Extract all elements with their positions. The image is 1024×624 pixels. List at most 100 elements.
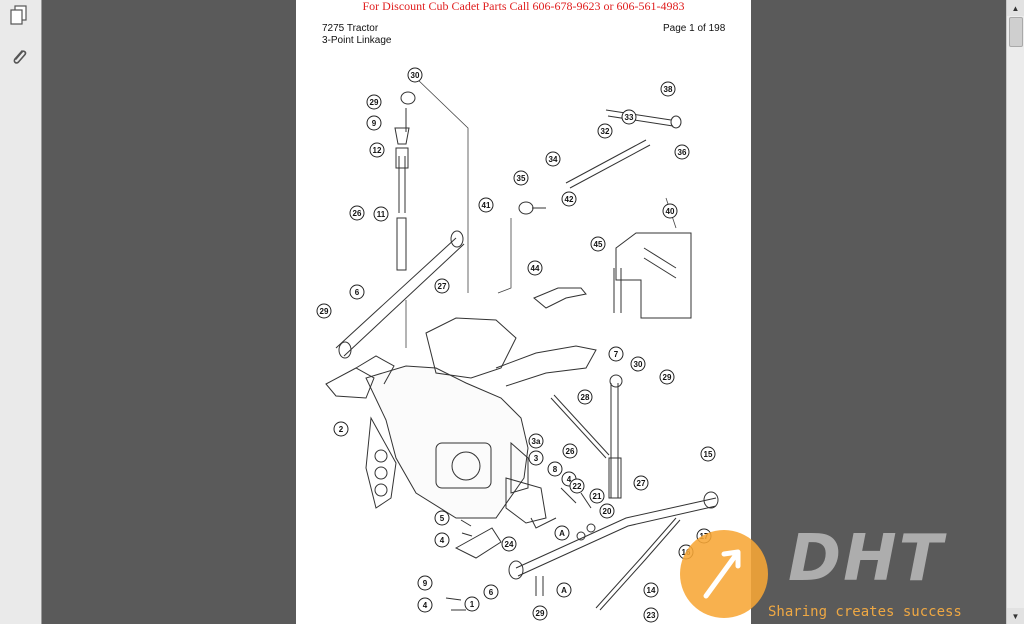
svg-text:36: 36 [678,148,687,157]
svg-text:24: 24 [505,540,514,549]
callout-11: 11 [373,206,389,222]
section-title: 3-Point Linkage [322,35,392,46]
callout-28: 28 [577,389,593,405]
pages-icon[interactable] [6,2,32,28]
callout-14: 14 [643,582,659,598]
callout-30: 30 [407,67,423,83]
callout-29: 29 [366,94,382,110]
svg-text:3a: 3a [532,437,541,446]
callout-4: 4 [417,597,433,613]
dht-logo-icon [680,530,768,618]
svg-text:11: 11 [377,210,386,219]
callout-5: 5 [434,510,450,526]
vertical-scrollbar[interactable]: ▲ ▼ [1006,0,1024,624]
svg-text:44: 44 [531,264,540,273]
callout-8: 8 [547,461,563,477]
svg-text:27: 27 [438,282,447,291]
svg-text:42: 42 [565,195,574,204]
left-navigation-panel [0,0,42,624]
callout-4: 4 [434,532,450,548]
page-number: Page 1 of 198 [663,23,726,34]
callout-32: 32 [597,123,613,139]
svg-text:30: 30 [411,71,420,80]
callout-33: 33 [621,109,637,125]
svg-text:15: 15 [704,450,713,459]
svg-text:29: 29 [320,307,329,316]
svg-text:A: A [559,529,565,538]
callout-3: 3 [528,450,544,466]
callout-40: 40 [662,203,678,219]
watermark-logo-text: DHT [788,522,945,596]
svg-text:32: 32 [601,127,610,136]
pdf-page: For Discount Cub Cadet Parts Call 606-67… [296,0,751,624]
callout-27: 27 [633,475,649,491]
callout-9: 9 [366,115,382,131]
svg-text:7: 7 [614,350,619,359]
callout-29: 29 [659,369,675,385]
callout-A: A [556,582,572,598]
attachment-icon[interactable] [6,44,32,70]
callout-29: 29 [532,605,548,621]
svg-text:27: 27 [637,479,646,488]
svg-text:1: 1 [470,600,475,609]
callout-3a: 3a [528,433,544,449]
svg-text:2: 2 [339,425,344,434]
svg-text:26: 26 [566,447,575,456]
callout-30: 30 [630,356,646,372]
callout-6: 6 [483,584,499,600]
callout-15: 15 [700,446,716,462]
svg-text:9: 9 [372,119,377,128]
svg-text:38: 38 [664,85,673,94]
svg-text:12: 12 [373,146,382,155]
watermark-tagline: Sharing creates success [768,604,962,620]
scrollbar-thumb[interactable] [1009,17,1023,47]
callout-12: 12 [369,142,385,158]
callout-45: 45 [590,236,606,252]
svg-text:6: 6 [489,588,494,597]
svg-text:14: 14 [647,586,656,595]
callout-29: 29 [316,303,332,319]
callout-20: 20 [599,503,615,519]
callout-7: 7 [608,346,624,362]
scroll-down-arrow-icon[interactable]: ▼ [1007,608,1024,624]
scroll-up-arrow-icon[interactable]: ▲ [1007,0,1024,16]
callout-38: 38 [660,81,676,97]
callout-34: 34 [545,151,561,167]
dht-watermark: DHT Sharing creates success [676,520,1024,624]
discount-banner: For Discount Cub Cadet Parts Call 606-67… [362,0,685,13]
svg-text:5: 5 [440,514,445,523]
svg-text:21: 21 [593,492,602,501]
svg-text:45: 45 [594,240,603,249]
svg-text:30: 30 [634,360,643,369]
svg-text:34: 34 [549,155,558,164]
svg-text:28: 28 [581,393,590,402]
svg-text:3: 3 [534,454,539,463]
svg-text:41: 41 [482,201,491,210]
svg-text:29: 29 [663,373,672,382]
callout-1: 1 [464,596,480,612]
callout-9: 9 [417,575,433,591]
callout-36: 36 [674,144,690,160]
svg-text:4: 4 [440,536,445,545]
svg-text:35: 35 [517,174,526,183]
callout-24: 24 [501,536,517,552]
callout-44: 44 [527,260,543,276]
svg-text:29: 29 [370,98,379,107]
callout-A: A [554,525,570,541]
callout-26: 26 [562,443,578,459]
svg-text:A: A [561,586,567,595]
callout-22: 22 [569,478,585,494]
svg-text:29: 29 [536,609,545,618]
svg-text:4: 4 [423,601,428,610]
callout-42: 42 [561,191,577,207]
document-title: 7275 Tractor [322,23,379,34]
callout-27: 27 [434,278,450,294]
svg-text:4: 4 [567,475,572,484]
callout-6: 6 [349,284,365,300]
svg-text:40: 40 [666,207,675,216]
svg-text:20: 20 [603,507,612,516]
callout-35: 35 [513,170,529,186]
svg-text:6: 6 [355,288,360,297]
callout-23: 23 [643,607,659,623]
